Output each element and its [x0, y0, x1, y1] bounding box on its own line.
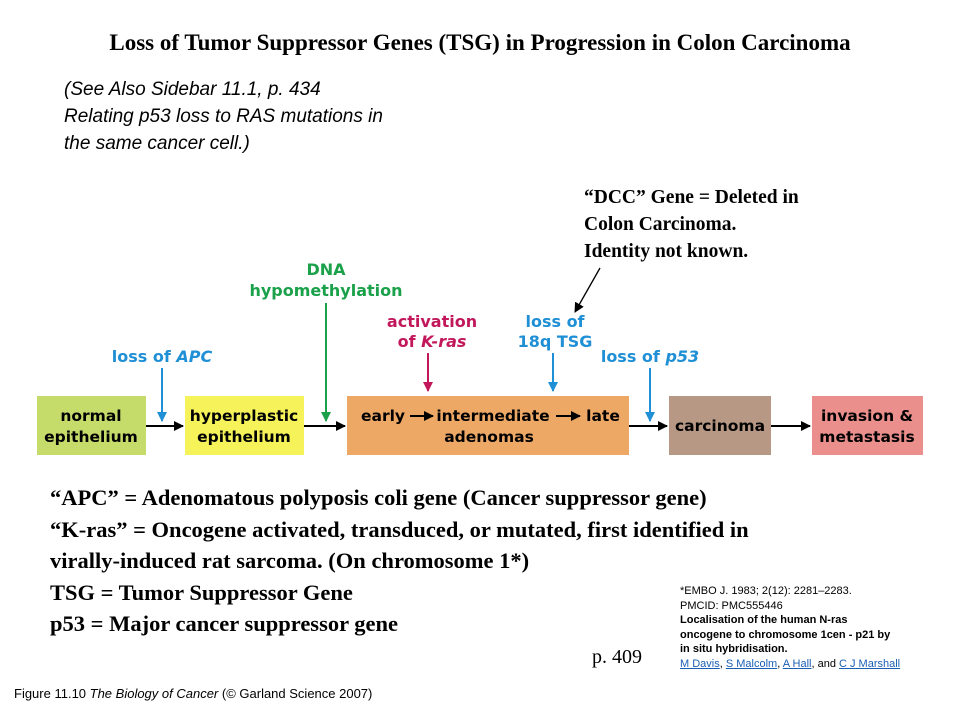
- author-link[interactable]: A Hall: [782, 657, 812, 670]
- definition-apc: “APC” = Adenomatous polyposis coli gene …: [50, 485, 707, 510]
- stage-adenomas-line2: adenomas: [444, 428, 534, 446]
- definition-tsg: TSG = Tumor Suppressor Gene: [50, 579, 353, 605]
- event-loss-apc-prefix: loss of: [112, 347, 177, 366]
- definition-p53: p53 = Major cancer suppressor gene: [50, 611, 399, 636]
- stage-hyperplastic-box: [185, 396, 304, 455]
- stage-invasion-line1: invasion &: [821, 407, 913, 425]
- definitions-list: “APC” = Adenomatous polyposis coli gene …: [50, 482, 930, 640]
- event-activation-kras-line1: activation: [387, 312, 477, 331]
- event-loss-apc-gene: APC: [174, 347, 212, 366]
- stage-normal-box: [37, 396, 146, 455]
- event-dna-hypomethylation-line1: DNA: [306, 260, 346, 279]
- stage-adenomas-late: late: [586, 407, 620, 425]
- dcc-note-line: “DCC” Gene = Deleted in: [584, 187, 799, 208]
- event-loss-18q-line1: loss of: [525, 312, 585, 331]
- author-separator: , and: [811, 657, 839, 670]
- event-activation-kras-prefix: of: [398, 332, 422, 351]
- dcc-note-line: Colon Carcinoma.: [584, 214, 737, 235]
- definition-kras: “K-ras” = Oncogene activated, transduced…: [50, 516, 749, 542]
- dcc-note: “DCC” Gene = Deleted in Colon Carcinoma.…: [584, 184, 884, 265]
- author-link[interactable]: C J Marshall: [839, 657, 901, 670]
- stage-normal-line1: normal: [60, 407, 121, 425]
- event-loss-apc: loss of APC: [112, 347, 213, 366]
- caption-book-title: The Biology of Cancer: [89, 686, 219, 701]
- stage-carcinoma-box: [669, 396, 771, 455]
- stage-invasion-line2: metastasis: [819, 428, 914, 446]
- event-loss-18q-line2: 18q TSG: [518, 332, 593, 351]
- embo-article-title-1: Localisation of the human N-ras: [680, 614, 848, 626]
- stage-invasion-box: [812, 396, 923, 455]
- stage-hyperplastic-line2: epithelium: [197, 428, 291, 446]
- stage-hyperplastic-line1: hyperplastic: [190, 407, 298, 425]
- event-loss-p53: loss of p53: [601, 347, 699, 366]
- author-link[interactable]: S Malcolm: [725, 657, 778, 670]
- caption-rest: (© Garland Science 2007): [218, 686, 373, 701]
- slide-title: Loss of Tumor Suppressor Genes (TSG) in …: [109, 30, 851, 55]
- embo-article-title-3: in situ hybridisation.: [680, 643, 788, 655]
- event-activation-kras-gene: K-ras: [421, 332, 466, 351]
- embo-authors: M Davis, S Malcolm, A Hall, and C J Mars…: [680, 657, 955, 672]
- stage-adenomas-intermediate: intermediate: [436, 407, 549, 425]
- page-reference: p. 409: [592, 646, 642, 668]
- author-separator: ,: [719, 657, 726, 670]
- stage-adenomas-box: [347, 396, 629, 455]
- stage-carcinoma-label: carcinoma: [675, 417, 765, 435]
- event-loss-p53-gene: p53: [664, 347, 699, 366]
- embo-citation: *EMBO J. 1983; 2(12): 2281–2283.: [680, 585, 852, 597]
- embo-pmcid: PMCID: PMC555446: [680, 599, 783, 612]
- event-loss-p53-prefix: loss of: [601, 347, 666, 366]
- embo-reference: *EMBO J. 1983; 2(12): 2281–2283. PMCID: …: [680, 584, 955, 671]
- stage-adenomas-early: early: [361, 407, 405, 425]
- dcc-note-line: Identity not known.: [584, 241, 749, 262]
- sidebar-note: (See Also Sidebar 11.1, p. 434 Relating …: [64, 76, 494, 157]
- figure-caption: Figure 11.10 The Biology of Cancer (© Ga…: [14, 686, 372, 701]
- embo-article-title-2: oncogene to chromosome 1cen - p21 by: [680, 628, 891, 641]
- event-activation-kras-line2: of K-ras: [398, 332, 467, 351]
- dcc-pointer-arrow: [574, 267, 601, 313]
- caption-figure: Figure 11.10: [14, 686, 90, 701]
- sidebar-note-line: Relating p53 loss to RAS mutations in: [64, 106, 383, 127]
- definition-kras-cont: virally-induced rat sarcoma. (On chromos…: [50, 548, 530, 573]
- author-link[interactable]: M Davis: [680, 657, 720, 670]
- author-separator: ,: [777, 657, 783, 670]
- stage-normal-line2: epithelium: [44, 428, 138, 446]
- event-dna-hypomethylation-line2: hypomethylation: [249, 281, 402, 300]
- sidebar-note-line: (See Also Sidebar 11.1, p. 434: [64, 79, 321, 100]
- sidebar-note-line: the same cancer cell.): [64, 133, 250, 154]
